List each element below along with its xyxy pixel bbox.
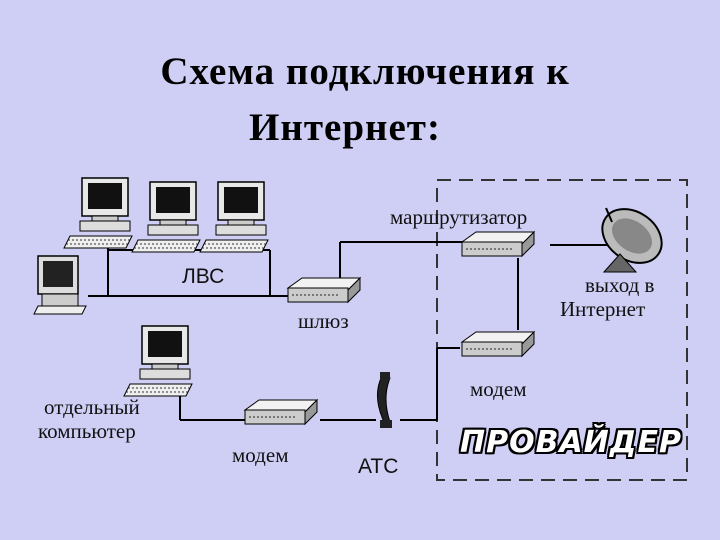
standalone-label-line-2: компьютер bbox=[38, 419, 136, 443]
provider-label: ПРОВАЙДЕР bbox=[460, 425, 682, 460]
lan-server bbox=[33, 255, 87, 315]
router-label: маршрутизатор bbox=[390, 205, 528, 229]
title-line-2: Интернет: bbox=[249, 106, 441, 149]
user-modem-label: модем bbox=[232, 443, 289, 467]
diagram-title: Схема подключения к Интернет: bbox=[0, 44, 720, 156]
provider-frame bbox=[436, 179, 688, 481]
lan-computer-2 bbox=[131, 181, 201, 253]
exit-label-line-2: Интернет bbox=[560, 297, 646, 321]
user-modem-device bbox=[244, 399, 318, 425]
telephone-icon bbox=[377, 372, 392, 428]
lan-computer-1 bbox=[63, 177, 133, 249]
standalone-computer bbox=[123, 325, 193, 397]
title-line-1: Схема подключения к bbox=[160, 50, 570, 93]
gateway-label: шлюз bbox=[298, 309, 349, 333]
exit-label-line-1: выход в bbox=[585, 273, 655, 297]
standalone-label-line-1: отдельный bbox=[44, 395, 140, 419]
lan-label: ЛВС bbox=[182, 265, 225, 288]
exchange-label: АТС bbox=[358, 455, 399, 478]
gateway-device bbox=[287, 277, 361, 303]
provider-modem-label: модем bbox=[470, 377, 527, 401]
router-device bbox=[461, 231, 535, 257]
satellite-dish-icon bbox=[601, 207, 663, 273]
provider-modem-device bbox=[461, 331, 535, 357]
lan-computer-3 bbox=[199, 181, 269, 253]
